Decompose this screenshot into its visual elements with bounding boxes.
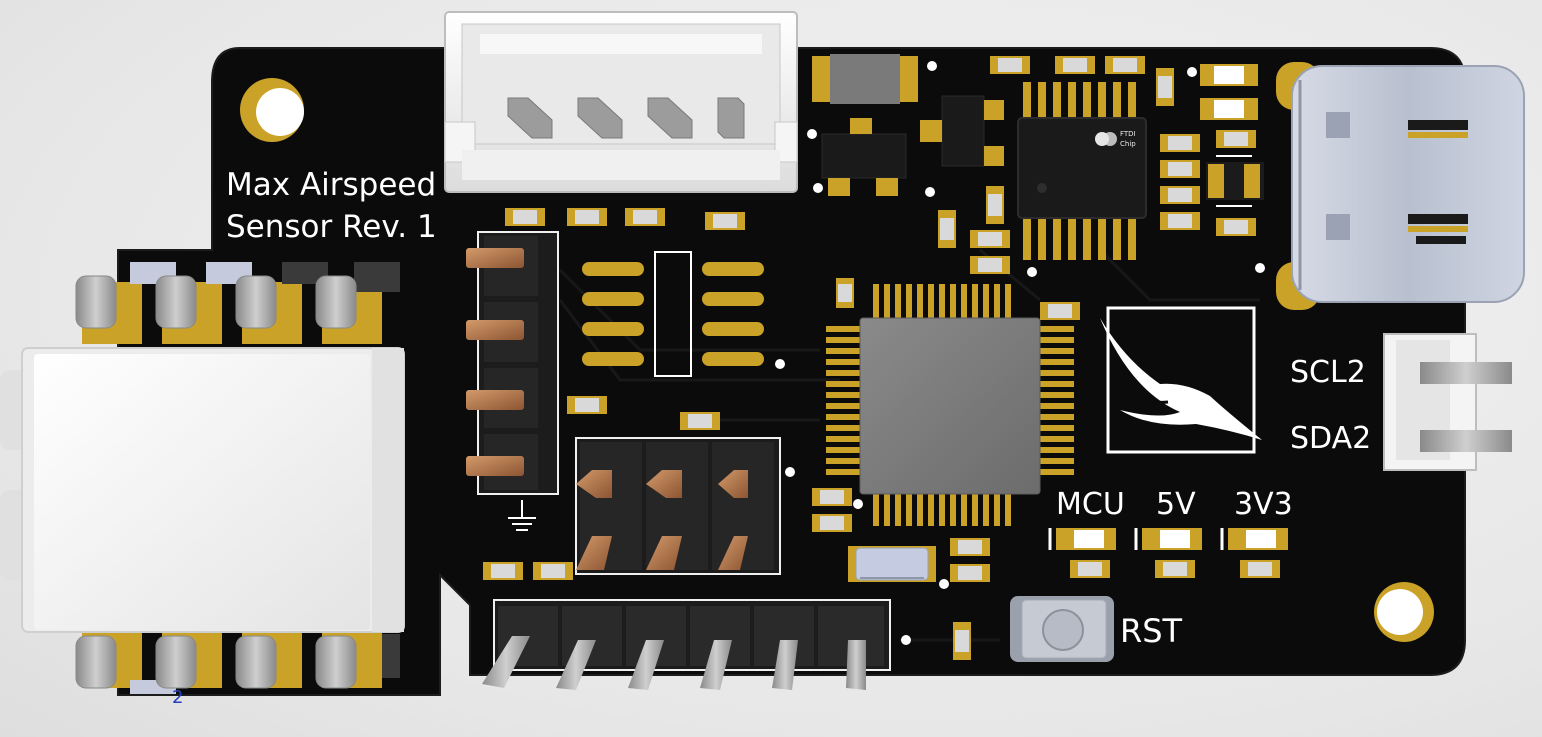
smd-capacitor-large bbox=[812, 54, 918, 104]
soic-footprint bbox=[582, 251, 764, 377]
board-title-line1: Max Airspeed bbox=[226, 167, 436, 203]
pressure-sensor: 2 bbox=[0, 262, 405, 708]
ftdi-label-line1: FTDI bbox=[1120, 130, 1136, 138]
top-jst-connector bbox=[444, 11, 798, 193]
label-3v3: 3V3 bbox=[1234, 487, 1293, 522]
label-5v: 5V bbox=[1156, 487, 1196, 522]
bottom-pin-header bbox=[482, 599, 891, 690]
sensor-marker-number: 2 bbox=[172, 687, 183, 708]
usb-c-connector bbox=[1276, 62, 1525, 310]
header-2x3 bbox=[575, 437, 781, 575]
sot23-transistor bbox=[920, 95, 1004, 167]
label-scl2: SCL2 bbox=[1290, 355, 1366, 390]
label-rst: RST bbox=[1120, 612, 1183, 650]
pin1-markers bbox=[775, 61, 1265, 645]
ground-symbol-icon bbox=[508, 500, 536, 531]
led-5v bbox=[1134, 528, 1202, 550]
reset-button[interactable] bbox=[1010, 596, 1114, 662]
i2c-connector bbox=[1383, 333, 1512, 471]
bird-logo-icon bbox=[1100, 306, 1262, 454]
label-sda2: SDA2 bbox=[1290, 421, 1371, 456]
led-top-2 bbox=[1200, 98, 1258, 120]
mounting-hole-bottom-right bbox=[1374, 582, 1434, 642]
label-mcu: MCU bbox=[1056, 487, 1125, 522]
ftdi-chip: FTDI Chip bbox=[1017, 82, 1147, 260]
sot-near-usb bbox=[1206, 155, 1264, 207]
led-mcu bbox=[1048, 528, 1116, 550]
crystal bbox=[848, 546, 936, 582]
mcu-chip bbox=[826, 284, 1074, 526]
led-3v3 bbox=[1220, 528, 1288, 550]
mounting-hole-top-left bbox=[240, 78, 304, 142]
vertical-pin-header bbox=[466, 231, 559, 495]
sot23-regulator bbox=[821, 118, 907, 196]
board-title-line2: Sensor Rev. 1 bbox=[226, 209, 437, 245]
ftdi-logo-icon bbox=[1095, 132, 1117, 146]
led-top-1 bbox=[1200, 64, 1258, 86]
smd-passives bbox=[483, 56, 1280, 660]
ftdi-label-line2: Chip bbox=[1120, 140, 1136, 148]
